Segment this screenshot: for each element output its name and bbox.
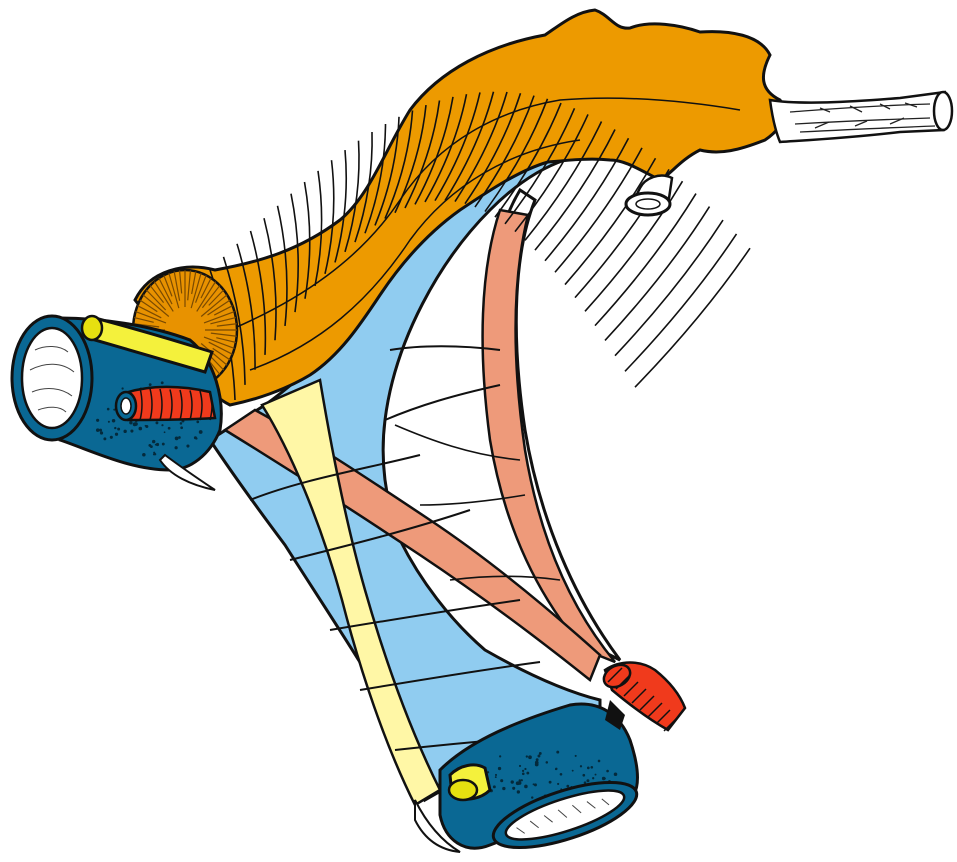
speckle [531,796,533,798]
orange-rib [605,207,710,341]
speckle [123,430,126,433]
red-coil-left [116,387,215,420]
speckle [555,768,557,770]
speckle [566,785,569,788]
speckle [522,773,525,776]
speckle [152,440,155,443]
speckle [587,767,590,770]
speckle [591,766,594,769]
red-coil-right [600,660,685,731]
speckle [178,436,181,439]
speckle [103,437,106,440]
speckle [500,779,503,782]
speckle [536,758,539,761]
speckle [180,422,183,425]
gray-stub-end [770,92,952,142]
speckle [511,780,514,783]
speckle [196,420,199,423]
speckle [512,787,515,790]
orange-rib [635,248,750,387]
speckle [121,387,123,389]
speckle [112,419,115,422]
speckle [96,419,99,422]
speckle [139,427,143,431]
speckle [175,446,178,449]
speckle [145,425,147,427]
speckle [154,453,156,455]
speckle [614,773,618,777]
speckle [537,755,540,758]
speckle [495,776,497,778]
speckle [161,381,164,384]
speckle [175,436,179,440]
speckle [107,408,110,411]
speckle [155,444,157,446]
speckle [557,783,559,785]
speckle [114,427,116,429]
speckle [560,773,563,776]
speckle [549,781,552,784]
speckle [518,781,522,785]
speckle [604,777,606,779]
speckle [195,437,197,439]
speckle [180,426,183,429]
small-white-branch [626,176,672,215]
speckle [108,421,110,423]
speckle [606,770,609,773]
speckle [502,787,505,790]
speckle [117,428,120,431]
speckle [186,444,189,447]
speckle [493,785,496,788]
speckle [533,783,535,785]
speckle [168,427,171,430]
speckle [524,785,528,789]
speckle [522,770,524,772]
orange-rib [565,158,656,284]
speckle [164,431,166,433]
speckle [592,777,594,779]
speckle [129,421,132,424]
speckle [100,431,103,434]
speckle [556,751,559,754]
speckle [115,433,118,436]
speckle [572,770,574,772]
speckle [519,765,521,767]
speckle [582,774,585,777]
speckle [161,424,163,426]
speckle [495,774,497,776]
speckle [539,752,542,755]
yellow-tube-bottom [449,765,490,800]
speckle [526,772,529,775]
speckle [142,453,146,457]
speckle [162,443,165,446]
speckle [199,430,203,434]
speckle [546,761,549,764]
speckle [524,768,526,770]
speckle [575,755,577,757]
speckle [528,755,532,759]
orange-rib [615,220,723,356]
speckle [498,767,501,770]
speckle [499,755,501,757]
speckle [96,428,100,432]
speckle [598,760,601,763]
speckle [110,436,113,439]
speckle [148,444,151,447]
speckle [149,383,152,386]
orange-rib [625,234,737,371]
speckle [517,790,520,793]
speckle [156,421,159,424]
speckle [134,422,138,426]
speckle [580,765,582,767]
speckle [586,779,589,782]
speckle [130,429,133,432]
speckle [595,774,597,776]
speckle [526,755,528,757]
speckle [535,761,539,765]
